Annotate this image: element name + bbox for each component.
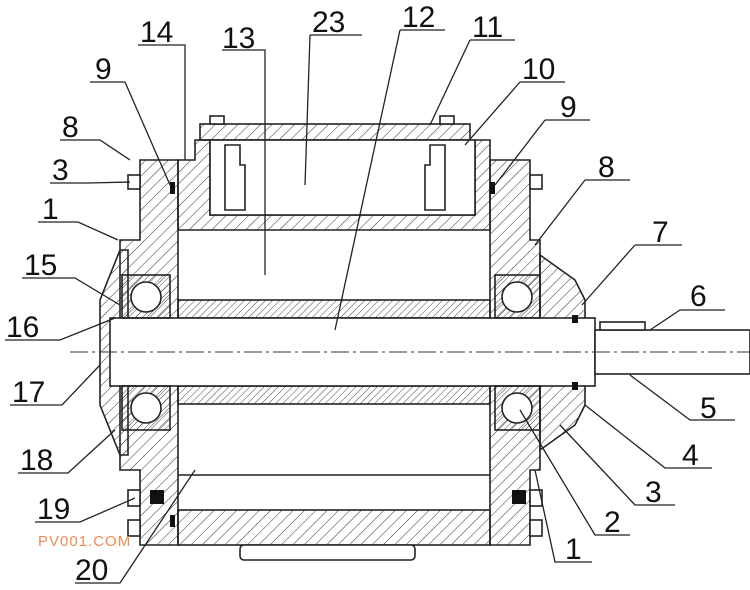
callout-7: 7 xyxy=(652,216,669,249)
callout-15: 15 xyxy=(24,249,57,282)
callout-13: 13 xyxy=(222,22,255,55)
bolts xyxy=(127,174,543,537)
seals xyxy=(150,182,578,527)
callout-10: 10 xyxy=(522,53,555,86)
callout-16: 16 xyxy=(6,311,39,344)
callout-18: 18 xyxy=(20,444,53,477)
callout-3-right: 3 xyxy=(645,476,662,509)
callout-9-left: 9 xyxy=(95,53,112,86)
callout-1-right: 1 xyxy=(565,533,582,566)
callout-9-right: 9 xyxy=(560,91,577,124)
callout-19: 19 xyxy=(37,493,70,526)
callout-3-left: 3 xyxy=(52,154,69,187)
bearings xyxy=(121,274,541,431)
callout-8-right: 8 xyxy=(598,151,615,184)
watermark: PV001.COM xyxy=(38,533,131,550)
callout-14: 14 xyxy=(140,16,173,49)
callout-12: 12 xyxy=(402,1,435,34)
callout-6: 6 xyxy=(690,280,707,313)
leader-lines xyxy=(5,29,735,584)
callout-2: 2 xyxy=(604,506,621,539)
callout-8-left: 8 xyxy=(62,111,79,144)
callout-11: 11 xyxy=(472,11,503,44)
callout-1-left: 1 xyxy=(42,193,59,226)
callout-20: 20 xyxy=(75,554,108,587)
callout-5: 5 xyxy=(700,392,717,425)
callout-17: 17 xyxy=(12,376,45,409)
callout-labels: 14 13 23 12 11 10 9 8 7 6 5 4 3 2 1 9 8 … xyxy=(6,1,717,587)
callout-23: 23 xyxy=(312,6,345,39)
callout-4: 4 xyxy=(682,439,699,472)
